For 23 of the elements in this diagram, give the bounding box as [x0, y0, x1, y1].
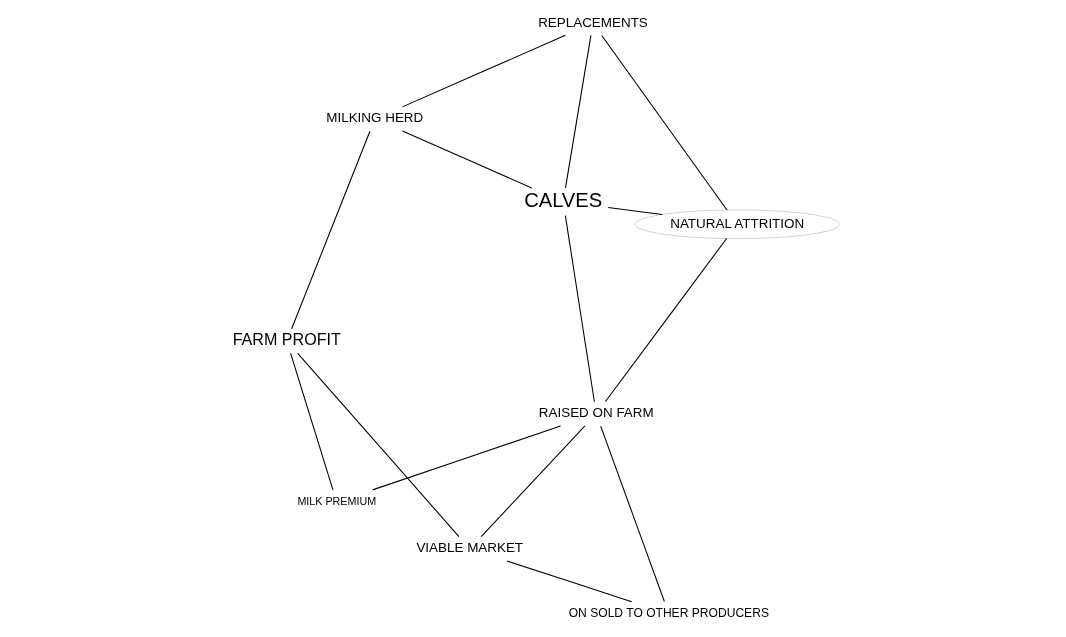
connector	[564, 34, 592, 189]
connector	[564, 215, 595, 403]
connector	[401, 34, 566, 108]
connector	[604, 238, 728, 403]
node-text: VIABLE MARKET	[416, 540, 524, 556]
node-text: CALVES	[524, 188, 603, 211]
node-text: ON SOLD TO OTHER PRODUCERS	[568, 605, 769, 620]
node-text: RAISED ON FARM	[538, 405, 654, 421]
connector	[506, 560, 633, 603]
connector	[601, 34, 728, 211]
node-text: MILK PREMIUM	[297, 494, 377, 507]
node-ellipse: NATURAL ATTRITION	[634, 209, 840, 239]
connector	[290, 352, 334, 491]
connector	[480, 425, 586, 538]
node-text: FARM PROFIT	[232, 330, 341, 349]
node-text: MILKING HERD	[326, 110, 424, 126]
connector	[401, 130, 533, 189]
connector	[291, 130, 371, 330]
connector	[600, 425, 665, 603]
connector	[372, 425, 562, 491]
connector	[607, 207, 663, 216]
node-text: REPLACEMENTS	[538, 14, 648, 30]
connector	[297, 352, 460, 538]
